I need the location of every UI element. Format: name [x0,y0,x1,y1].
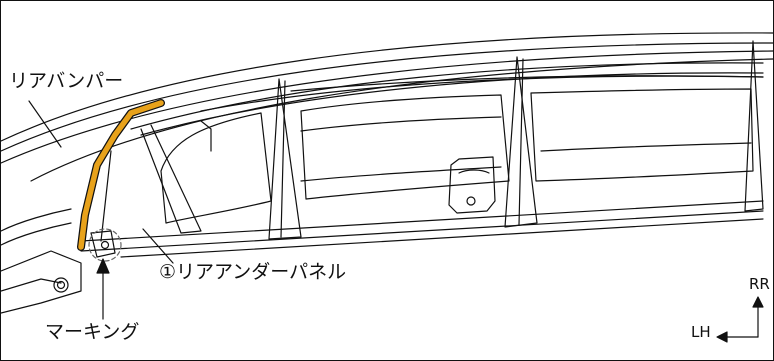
panel-leader-line [142,228,174,264]
left-bracket [1,208,82,314]
panel-rims [130,62,764,136]
rear-bumper-outline [1,32,773,182]
direction-lh-label: LH [691,323,711,341]
direction-rr-label: RR [749,275,770,293]
rear-under-panel-label: ①リアアンダーパネル [159,261,347,283]
rear-bumper-label: リアバンパー [9,70,124,92]
bumper-leader-line [28,100,62,148]
center-mount-boss [448,156,496,214]
marking-arrow [96,258,110,320]
panel-lower-edge [80,200,764,258]
marking-hole [88,228,122,262]
direction-indicator [716,296,764,343]
panel-cavities [160,88,754,224]
panel-ribs [100,40,764,242]
marking-label: マーキング [45,321,140,343]
